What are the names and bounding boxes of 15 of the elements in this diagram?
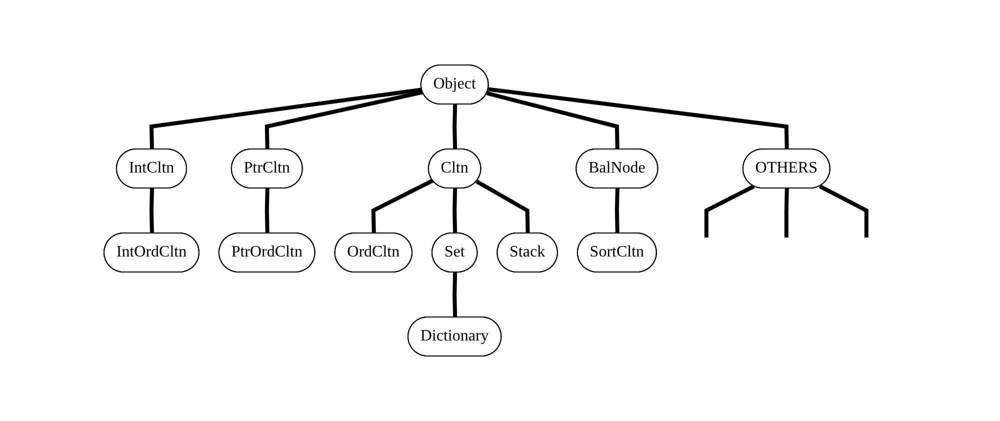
- connector: [704, 184, 755, 238]
- connector: [614, 188, 620, 234]
- connector: [264, 90, 423, 150]
- connector: [488, 87, 789, 150]
- connector: [452, 188, 457, 234]
- connector: [452, 272, 457, 318]
- connector: [149, 188, 154, 234]
- connector: [784, 188, 789, 238]
- connector: [371, 178, 434, 234]
- connector: [149, 88, 422, 150]
- connector: [264, 188, 270, 234]
- connector: [818, 184, 868, 238]
- connector: [452, 104, 457, 150]
- connector: [486, 91, 620, 150]
- connector: [476, 180, 530, 234]
